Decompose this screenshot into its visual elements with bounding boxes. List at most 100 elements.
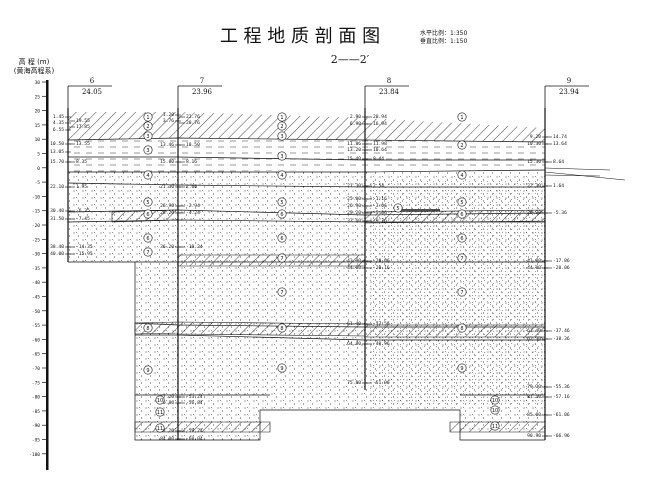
layer-number: 6 xyxy=(146,212,149,218)
depth-label: 85.00 xyxy=(527,412,541,418)
borehole-header: 923.94 xyxy=(544,77,589,108)
axis-tick-label: -60 xyxy=(32,337,40,343)
extension-lines xyxy=(395,167,626,211)
layer-number-marker: 8 xyxy=(143,323,153,333)
layer-marker-ring xyxy=(393,203,403,213)
depth-label: 29.30 xyxy=(527,210,541,216)
depth-label: -2.94 xyxy=(186,203,200,209)
layer-number-marker: 2 xyxy=(457,140,467,150)
layer-marker-ring xyxy=(277,151,287,161)
borehole-id: 7 xyxy=(200,77,204,85)
vertical-scale: 垂直比例：1:150 xyxy=(420,37,467,45)
layer-marker-ring xyxy=(143,365,153,375)
depth-label: 8.16 xyxy=(186,159,197,165)
depth-label: 1.95 xyxy=(76,184,87,190)
layer-marker-ring xyxy=(457,170,467,180)
layer-number: 5 xyxy=(460,200,463,206)
borehole-id: 9 xyxy=(567,77,571,85)
layer-number-marker: 5 xyxy=(393,203,403,213)
axis-tick-label: 30 xyxy=(35,80,41,86)
layer-number: 5 xyxy=(280,200,283,206)
axis-tick-label: 10 xyxy=(35,137,41,143)
depth-label: -20.06 xyxy=(553,265,570,271)
layer-marker-ring xyxy=(143,209,153,219)
axis-tick-label: -5 xyxy=(35,180,41,186)
layer-number-marker: 5 xyxy=(457,197,467,207)
layer-number-marker: 6 xyxy=(143,209,153,219)
layer-number: 7 xyxy=(280,290,283,296)
axis-tick-label: -45 xyxy=(32,295,40,301)
depth-label: 90.90 xyxy=(527,433,541,439)
axis-tick-label: 20 xyxy=(35,109,41,115)
layer-number-marker: 8 xyxy=(457,323,467,333)
depth-label: 33.60 xyxy=(347,218,361,224)
layer-marker-ring xyxy=(143,197,153,207)
axis-tick-label: -85 xyxy=(32,409,40,415)
borehole-header: 823.84 xyxy=(364,77,409,108)
depth-label: 26.90 xyxy=(347,203,361,209)
layer-number-marker: 6 xyxy=(457,209,467,219)
layer-number-marker: 10 xyxy=(490,395,500,405)
layer-marker-ring xyxy=(143,112,153,122)
layer-marker-ring xyxy=(155,407,165,417)
depth-label: -38.36 xyxy=(553,336,570,342)
depth-label: 10.50 xyxy=(186,142,200,148)
depth-label: 79.30 xyxy=(527,384,541,390)
depth-label: 61.40 xyxy=(347,321,361,327)
layer-number: 1 xyxy=(460,115,463,121)
layer-marker-ring xyxy=(490,395,500,405)
depth-label: 17.85 xyxy=(76,124,90,130)
depth-label: 9.20 xyxy=(530,134,541,140)
depth-label: -55.36 xyxy=(553,384,570,390)
depth-label: -37.56 xyxy=(373,321,390,327)
axis-tick-label: -70 xyxy=(32,366,40,372)
depth-label: -9.76 xyxy=(373,218,387,224)
depth-label: 64.80 xyxy=(347,341,361,347)
layer-number-marker: 2 xyxy=(143,121,153,131)
depth-label: 15.80 xyxy=(160,159,174,165)
depth-label: 2.54 xyxy=(373,183,384,189)
layer-marker-ring xyxy=(490,421,500,431)
layer-number: 7 xyxy=(280,256,283,262)
layer-marker-ring xyxy=(457,287,467,297)
borehole-elevation: 23.96 xyxy=(192,88,213,96)
layer-number: 2 xyxy=(280,124,283,130)
layer-number: 5 xyxy=(146,200,149,206)
layer-number: 2 xyxy=(460,143,463,149)
depth-label: 14.74 xyxy=(553,134,567,140)
depth-label: 43.90 xyxy=(347,258,361,264)
depth-label: 20.76 xyxy=(186,120,200,126)
depth-label: 10.30 xyxy=(527,141,541,147)
depth-label: 84.00 xyxy=(160,436,174,442)
depth-label: 15.40 xyxy=(347,156,361,162)
layer-marker-ring xyxy=(143,170,153,180)
depth-label: 21.30 xyxy=(160,184,174,190)
depth-label: -20.16 xyxy=(373,265,390,271)
layer-number-marker: 1 xyxy=(143,112,153,122)
layer-marker-ring xyxy=(155,395,165,405)
layer-number-marker: 6 xyxy=(457,233,467,243)
depth-label: -20.06 xyxy=(373,258,390,264)
layer-number: 11 xyxy=(492,424,498,430)
depth-label: -10.24 xyxy=(186,244,203,250)
layer-marker-ring xyxy=(143,145,153,155)
layer-number-marker: 9 xyxy=(143,365,153,375)
depth-label: 13.05 xyxy=(50,149,64,155)
axis-tick-label: -30 xyxy=(32,252,40,258)
layer-number: 7 xyxy=(460,256,463,262)
layer-marker-ring xyxy=(457,112,467,122)
layer-number-marker: 10 xyxy=(155,395,165,405)
layer-marker-ring xyxy=(143,233,153,243)
section-label: 2——2′ xyxy=(331,53,370,66)
depth-label: -51.96 xyxy=(373,380,390,386)
depth-label: -6.35 xyxy=(76,208,90,214)
layer-number-marker: 5 xyxy=(143,197,153,207)
lens-bands xyxy=(111,209,546,433)
layer-number-marker: 4 xyxy=(457,170,467,180)
depth-label: 1.20 xyxy=(163,112,174,118)
layer-marker-ring xyxy=(490,405,500,415)
layer-number: 11 xyxy=(157,410,163,416)
layer-number-marker: 6 xyxy=(143,233,153,243)
